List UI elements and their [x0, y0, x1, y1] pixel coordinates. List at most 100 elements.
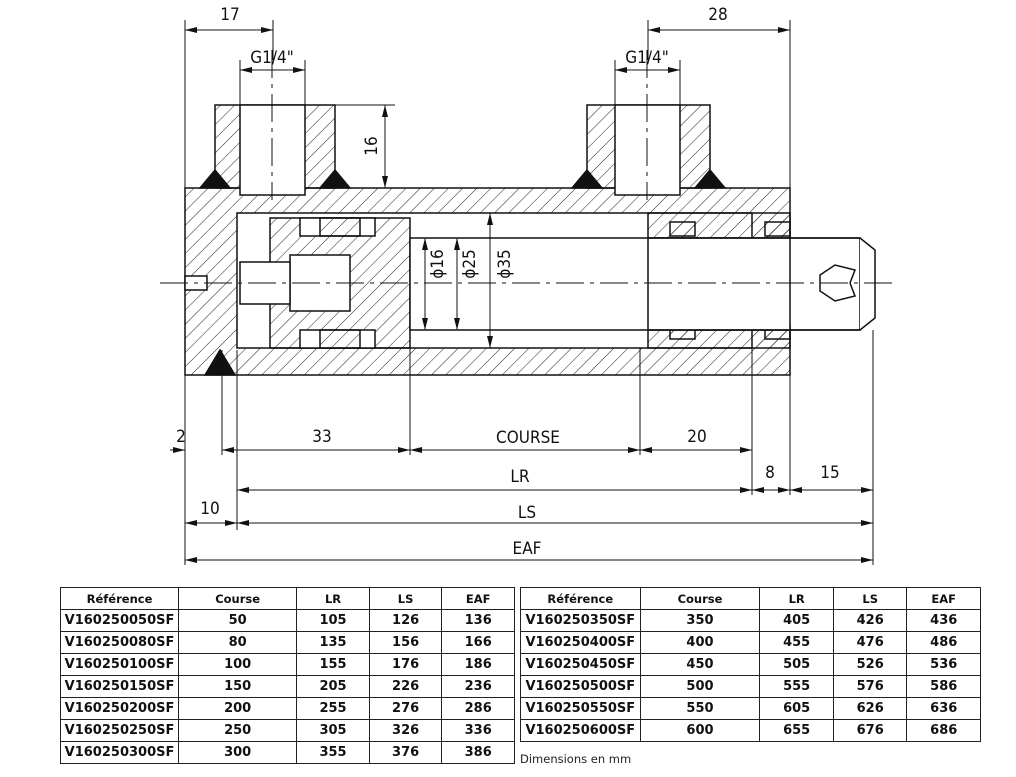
cell-lr: 605 — [759, 697, 834, 720]
dim-diameter-16: ϕ16 — [428, 249, 448, 279]
cell-lr: 505 — [759, 653, 834, 676]
table-header-row: Référence Course LR LS EAF — [520, 587, 981, 610]
cell-eaf: 436 — [906, 609, 981, 632]
col-eaf: EAF — [906, 587, 981, 610]
cell-ls: 176 — [368, 653, 443, 676]
units-note: Dimensions en mm — [520, 752, 632, 766]
cell-lr: 555 — [759, 675, 834, 698]
cell-reference: V160250500SF — [520, 675, 641, 698]
cell-eaf: 136 — [441, 609, 515, 632]
cell-ls: 326 — [368, 719, 443, 742]
cell-reference: V160250450SF — [520, 653, 641, 676]
cell-course: 450 — [639, 653, 761, 676]
cell-reference: V160250050SF — [59, 609, 180, 632]
cell-course: 500 — [639, 675, 761, 698]
cell-lr: 305 — [296, 719, 370, 742]
dim-port-thread-1: G1/4" — [250, 48, 294, 68]
cell-eaf: 236 — [441, 675, 515, 698]
col-lr: LR — [759, 587, 834, 610]
extension-lines — [184, 20, 874, 565]
cell-course: 250 — [178, 719, 298, 742]
cell-reference: V160250550SF — [520, 697, 641, 720]
col-ls: LS — [368, 587, 443, 610]
cell-ls: 576 — [832, 675, 908, 698]
center-lines — [160, 50, 895, 284]
cell-reference: V160250300SF — [59, 741, 180, 764]
dim-port-thread-2: G1/4" — [625, 48, 669, 68]
cell-lr: 205 — [296, 675, 370, 698]
dim-28: 28 — [708, 5, 727, 25]
dim-15: 15 — [820, 463, 839, 483]
dim-diameter-35: ϕ35 — [495, 249, 515, 279]
cell-course: 400 — [639, 631, 761, 654]
cell-eaf: 536 — [906, 653, 981, 676]
cell-course: 300 — [178, 741, 298, 764]
cell-ls: 156 — [368, 631, 443, 654]
cell-ls: 376 — [368, 741, 443, 764]
dim-10: 10 — [200, 499, 219, 519]
cell-ls: 276 — [368, 697, 443, 720]
cell-lr: 135 — [296, 631, 370, 654]
cell-eaf: 486 — [906, 631, 981, 654]
dim-8: 8 — [765, 463, 775, 483]
cell-lr: 105 — [296, 609, 370, 632]
dimension-lines — [170, 27, 873, 563]
cell-eaf: 686 — [906, 719, 981, 742]
cell-course: 100 — [178, 653, 298, 676]
cell-course: 50 — [178, 609, 298, 632]
cell-ls: 126 — [368, 609, 443, 632]
col-ls: LS — [832, 587, 908, 610]
cell-eaf: 386 — [441, 741, 515, 764]
dim-17: 17 — [220, 5, 239, 25]
cell-eaf: 186 — [441, 653, 515, 676]
col-reference: Référence — [520, 587, 641, 610]
cell-eaf: 586 — [906, 675, 981, 698]
cell-lr: 355 — [296, 741, 370, 764]
cell-ls: 626 — [832, 697, 908, 720]
cell-course: 200 — [178, 697, 298, 720]
cell-course: 80 — [178, 631, 298, 654]
dim-20: 20 — [687, 427, 706, 447]
dim-eaf: EAF — [513, 539, 542, 559]
cell-eaf: 286 — [441, 697, 515, 720]
cell-reference: V160250150SF — [59, 675, 180, 698]
dim-diameter-25: ϕ25 — [460, 249, 480, 279]
dim-ls: LS — [518, 503, 536, 523]
cell-reference: V160250100SF — [59, 653, 180, 676]
cell-eaf: 166 — [441, 631, 515, 654]
cell-ls: 526 — [832, 653, 908, 676]
col-course: Course — [178, 587, 298, 610]
cell-ls: 676 — [832, 719, 908, 742]
dim-lr: LR — [510, 467, 530, 487]
cell-course: 550 — [639, 697, 761, 720]
cylinder-body — [184, 104, 876, 376]
col-eaf: EAF — [441, 587, 515, 610]
cell-lr: 405 — [759, 609, 834, 632]
cell-lr: 155 — [296, 653, 370, 676]
cell-ls: 476 — [832, 631, 908, 654]
cell-eaf: 636 — [906, 697, 981, 720]
table-header-row: Référence Course LR LS EAF — [59, 587, 515, 610]
cell-lr: 655 — [759, 719, 834, 742]
cell-ls: 426 — [832, 609, 908, 632]
dim-33: 33 — [312, 427, 331, 447]
cell-lr: 255 — [296, 697, 370, 720]
cell-reference: V160250350SF — [520, 609, 641, 632]
cell-eaf: 336 — [441, 719, 515, 742]
cell-reference: V160250400SF — [520, 631, 641, 654]
col-lr: LR — [296, 587, 370, 610]
cell-lr: 455 — [759, 631, 834, 654]
cell-reference: V160250080SF — [59, 631, 180, 654]
